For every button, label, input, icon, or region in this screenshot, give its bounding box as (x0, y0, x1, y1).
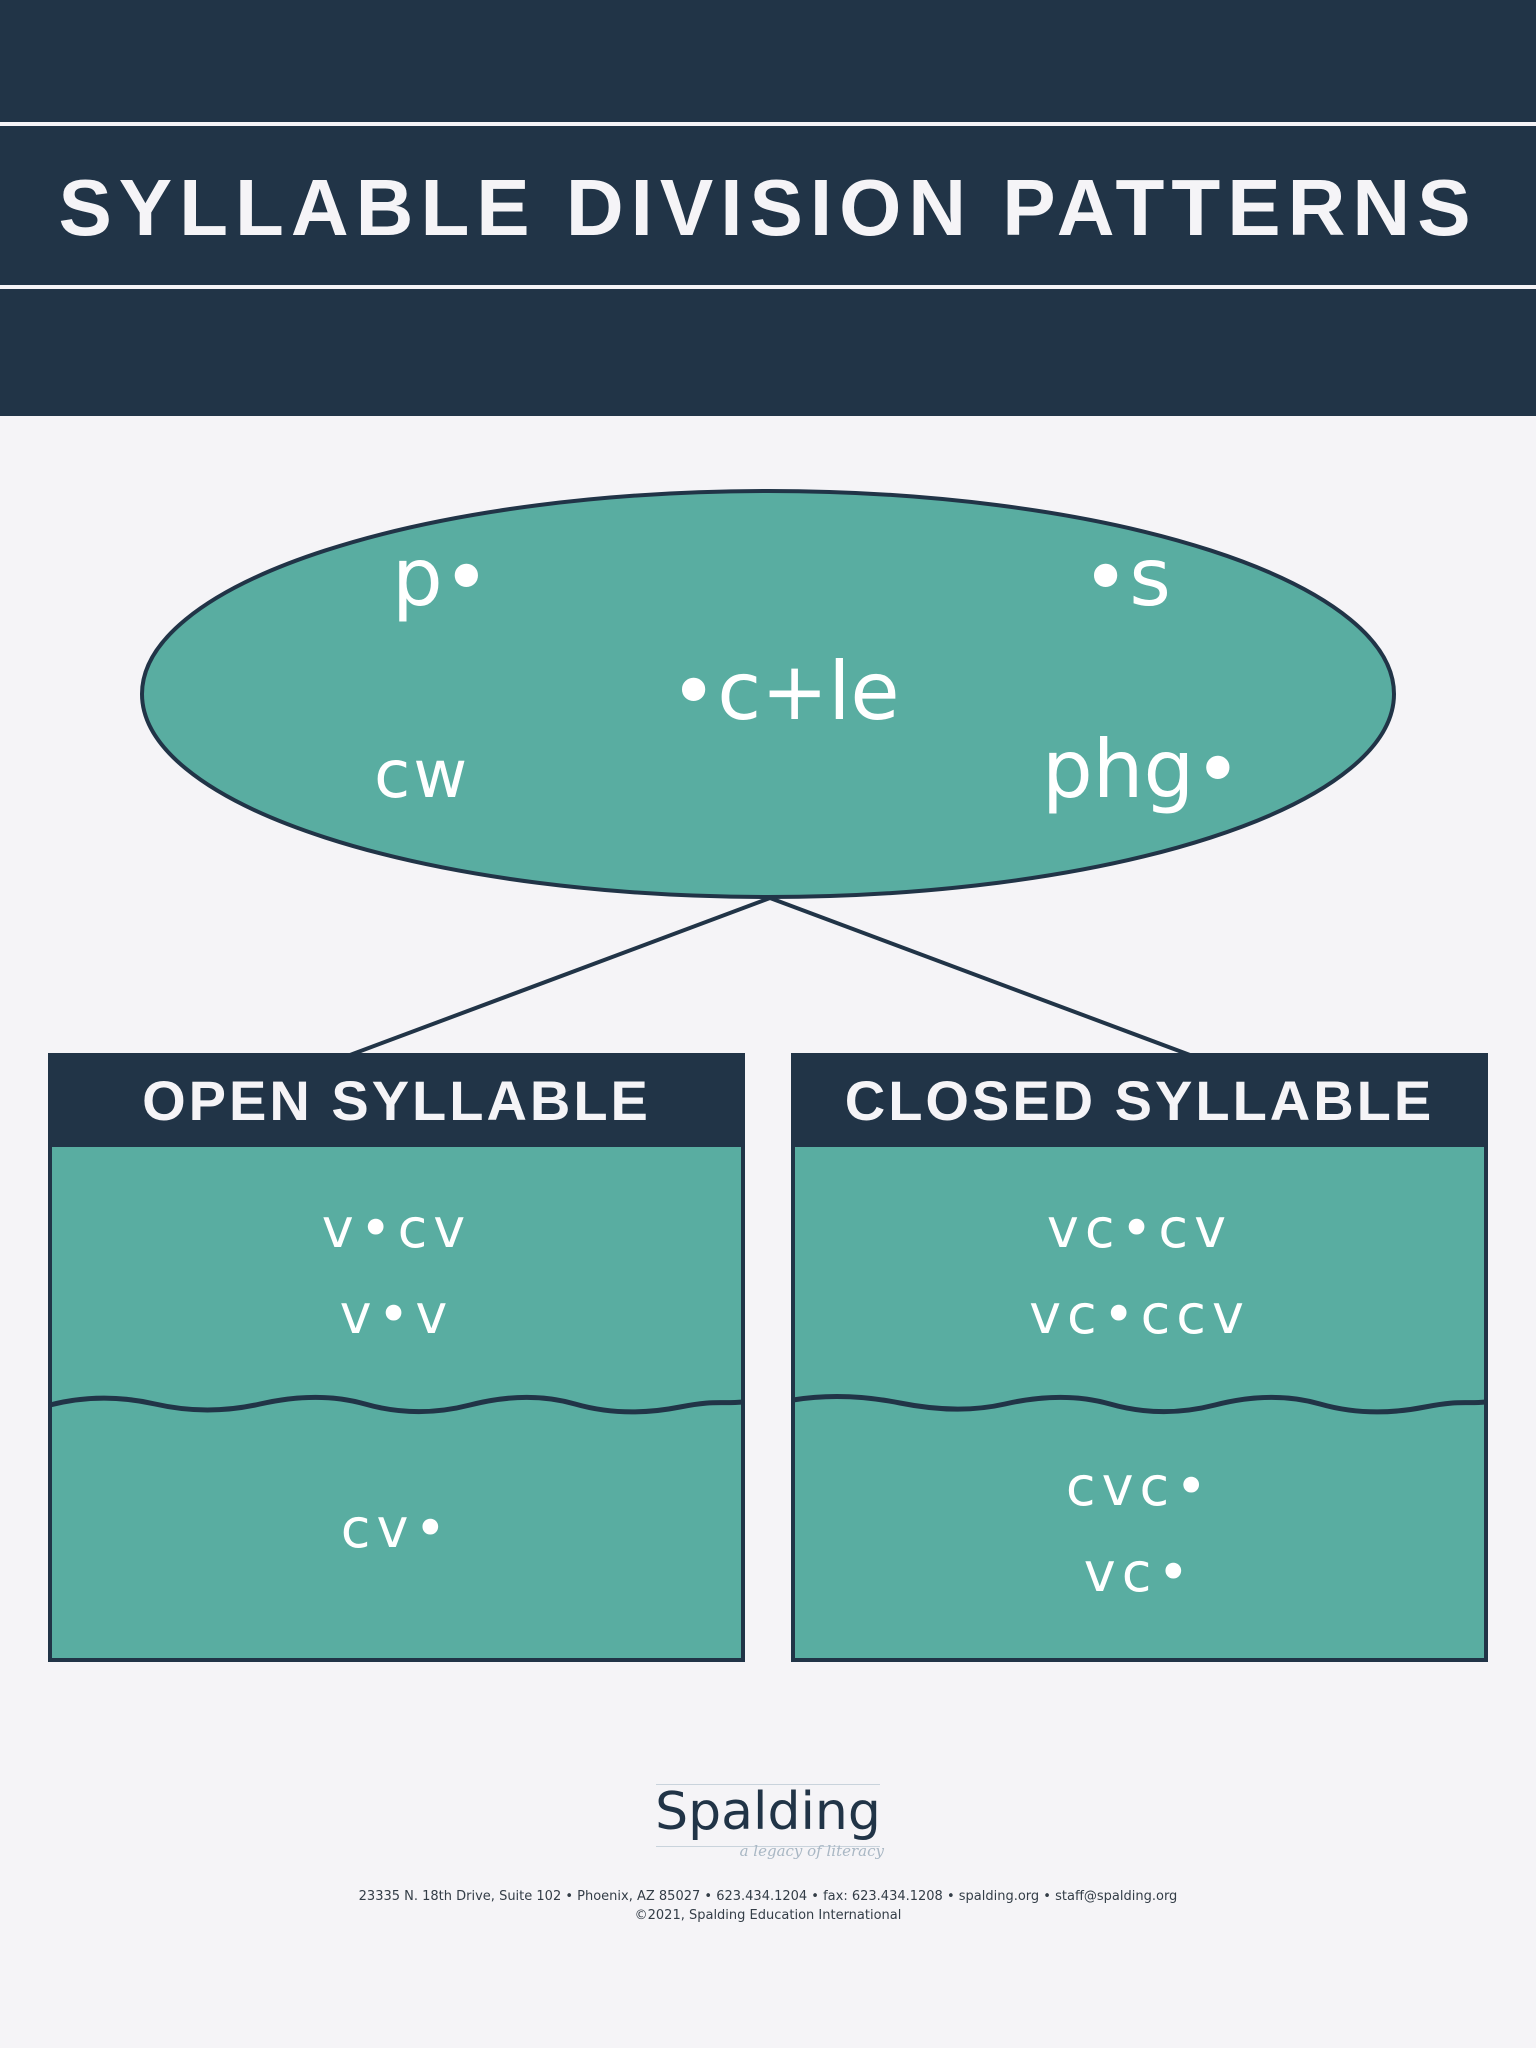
logo-tagline: a legacy of literacy (739, 1842, 884, 1860)
open-upper-pattern-1: v•cv (321, 1197, 472, 1260)
logo-top-rule (656, 1784, 880, 1785)
header-band: SYLLABLE DIVISION PATTERNS (0, 0, 1536, 416)
pattern-phg: phg• (1042, 723, 1242, 816)
pattern-cw: cw (374, 736, 471, 813)
open-lower-pattern-1: cv• (340, 1497, 453, 1560)
pattern-dot-s: •s (1082, 531, 1171, 624)
closed-box-wave (792, 1393, 1487, 1415)
logo-wordmark: Spalding (655, 1782, 881, 1842)
open-upper-pattern-2: v•v (339, 1283, 454, 1346)
spalding-logo: Spalding a legacy of literacy (652, 1780, 884, 1870)
pattern-oval (140, 489, 1396, 899)
closed-upper-pattern-1: vc•cv (1046, 1197, 1233, 1260)
page-title: SYLLABLE DIVISION PATTERNS (58, 163, 1478, 252)
open-box-body (48, 1053, 745, 1662)
open-box-wave (49, 1394, 744, 1415)
closed-lower-pattern-1: cvc• (1065, 1455, 1214, 1518)
open-box-header (50, 1055, 743, 1147)
pattern-c-le: •c+le (670, 645, 900, 738)
closed-syllable-title: CLOSED SYLLABLE (844, 1069, 1435, 1132)
header-top-rule (0, 122, 1536, 126)
footer-copyright: ©2021, Spalding Education International (634, 1908, 902, 1923)
connector-left (349, 896, 771, 1057)
header-bottom-rule (0, 285, 1536, 289)
closed-box-header (793, 1055, 1486, 1147)
closed-lower-pattern-2: vc• (1083, 1541, 1196, 1604)
connector-right (769, 896, 1191, 1057)
closed-upper-pattern-2: vc•ccv (1029, 1283, 1250, 1346)
open-syllable-title: OPEN SYLLABLE (142, 1069, 651, 1132)
logo-bottom-rule (656, 1846, 880, 1847)
pattern-p-dot: p• (392, 531, 490, 624)
footer-address: 23335 N. 18th Drive, Suite 102 • Phoenix… (358, 1889, 1178, 1904)
